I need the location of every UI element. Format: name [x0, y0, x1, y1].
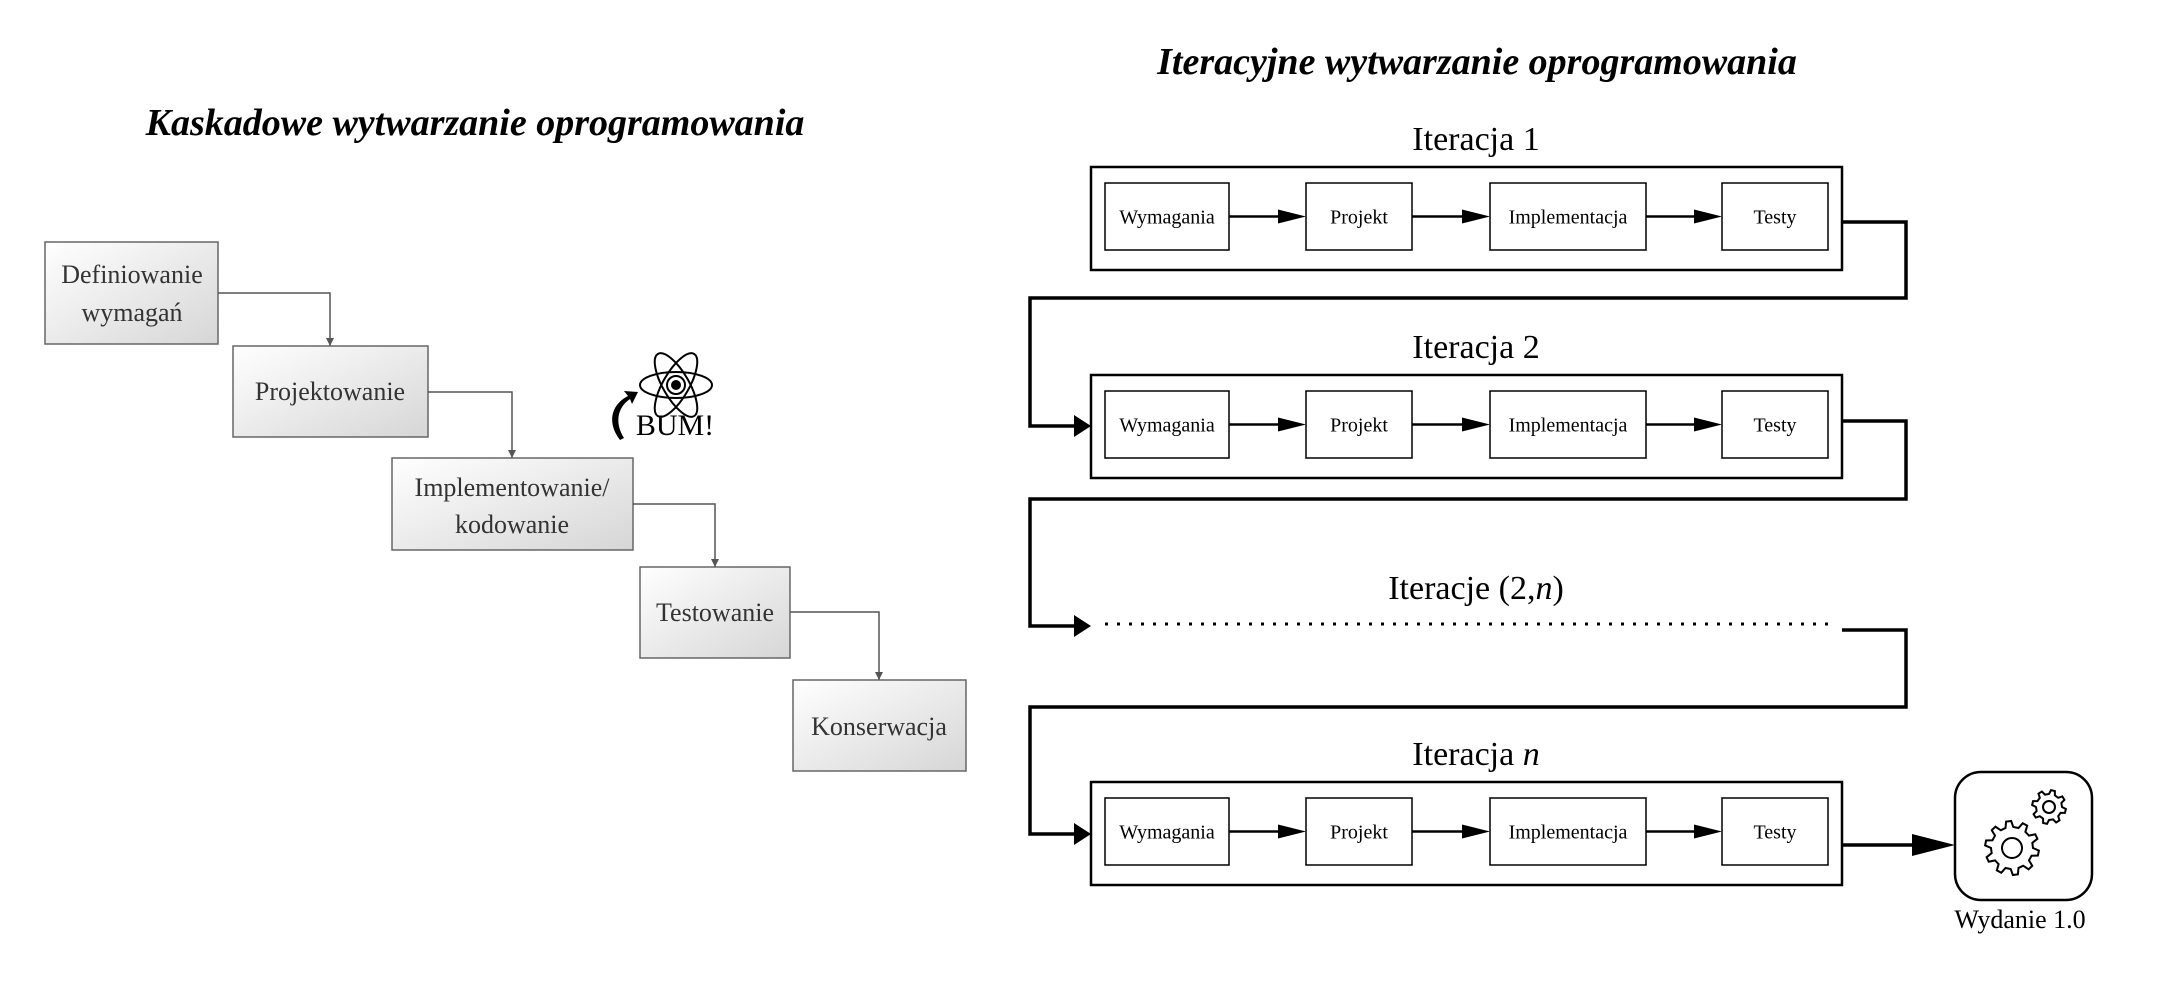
phase-arrowhead — [1694, 417, 1722, 432]
waterfall-step-implementation: Implementowanie/ kodowanie — [391, 457, 634, 551]
phase-design-label: Projekt — [1330, 207, 1388, 229]
phase-design-box: Projekt — [1305, 182, 1413, 251]
connector-arrow — [790, 611, 883, 680]
phase-requirements-label: Wymagania — [1119, 207, 1215, 229]
waterfall-step-label: Konserwacja — [811, 712, 947, 741]
phase-arrowhead — [1462, 209, 1490, 224]
iteration-1-label: Iteracja 1 — [1412, 121, 1539, 158]
phase-implementation-label: Implementacja — [1509, 822, 1628, 844]
phase-design-box: Projekt — [1305, 390, 1413, 459]
waterfall-step-label: Testowanie — [656, 598, 774, 627]
gear-icon — [1983, 819, 2041, 877]
iteration-2-label: Iteracja 2 — [1412, 329, 1539, 366]
phase-arrowhead — [1278, 209, 1306, 224]
connector-arrow — [428, 391, 516, 458]
phase-arrowhead — [1462, 417, 1490, 432]
connector-path — [1028, 419, 1908, 628]
connector-path — [1028, 220, 1908, 428]
phase-design-label: Projekt — [1330, 822, 1388, 844]
phase-arrowhead — [1278, 824, 1306, 839]
phase-testing-box: Testy — [1721, 390, 1829, 459]
phase-design-box: Projekt — [1305, 797, 1413, 866]
waterfall-step-requirements: Definiowanie wymagań — [44, 241, 219, 345]
phase-testing-label: Testy — [1753, 207, 1796, 229]
phase-testing-box: Testy — [1721, 797, 1829, 866]
iteration-connector-arrowheads — [1074, 415, 1955, 856]
phase-requirements-label: Wymagania — [1119, 415, 1215, 437]
phase-testing-label: Testy — [1753, 415, 1796, 437]
waterfall-step-testing: Testowanie — [639, 566, 791, 659]
iterative-title: Iteracyjne wytwarzanie oprogramowania — [1156, 41, 1797, 83]
phase-implementation-label: Implementacja — [1509, 415, 1628, 437]
waterfall-step-design: Projektowanie — [232, 345, 429, 438]
phase-requirements-box: Wymagania — [1104, 797, 1230, 866]
gear-hub — [2001, 837, 2023, 859]
connector-arrow — [218, 292, 334, 346]
gear-hub — [2042, 800, 2056, 814]
gear-icon — [2030, 788, 2068, 826]
waterfall-connectors — [218, 292, 883, 680]
waterfall-step-label: Implementowanie/ — [415, 473, 611, 502]
release-gears-icon — [1953, 770, 2094, 902]
waterfall-step-label: Projektowanie — [255, 377, 405, 406]
iteration-n-frame — [1089, 780, 1844, 887]
phase-arrowhead — [1462, 824, 1490, 839]
bum-explosion-icon: BUM! — [612, 352, 714, 442]
phase-implementation-box: Implementacja — [1489, 182, 1647, 251]
waterfall-step-label: Definiowanie — [61, 260, 203, 289]
iteration-n-label: Iteracja n — [1412, 736, 1539, 773]
waterfall-step-maintenance: Konserwacja — [792, 679, 967, 772]
arrowhead — [1074, 823, 1091, 845]
phase-requirements-box: Wymagania — [1104, 182, 1230, 251]
iteration-2-frame — [1089, 373, 1844, 480]
connector-arrow — [633, 503, 719, 567]
bum-label: BUM! — [636, 409, 714, 442]
connector-path — [1028, 628, 1908, 836]
waterfall-step-label: wymagań — [81, 298, 182, 327]
arrowhead — [1074, 415, 1091, 437]
iterations-middle-label: Iteracje (2,n) — [1388, 570, 1564, 607]
iteration-1-frame — [1089, 165, 1844, 272]
phase-design-label: Projekt — [1330, 415, 1388, 437]
arrowhead — [1912, 834, 1955, 856]
phase-testing-label: Testy — [1753, 822, 1796, 844]
phase-arrowhead — [1278, 417, 1306, 432]
phase-implementation-box: Implementacja — [1489, 390, 1647, 459]
phase-implementation-label: Implementacja — [1509, 207, 1628, 229]
iteration-connectors — [1028, 220, 1920, 847]
phase-arrowhead — [1694, 824, 1722, 839]
phase-testing-box: Testy — [1721, 182, 1829, 251]
waterfall-step-label: kodowanie — [455, 510, 569, 539]
release-label: Wydanie 1.0 — [1954, 905, 2085, 934]
phase-requirements-box: Wymagania — [1104, 390, 1230, 459]
waterfall-title: Kaskadowe wytwarzanie oprogramowania — [145, 102, 805, 144]
phase-arrowhead — [1694, 209, 1722, 224]
arrowhead — [1074, 615, 1091, 637]
phase-implementation-box: Implementacja — [1489, 797, 1647, 866]
phase-requirements-label: Wymagania — [1119, 822, 1215, 844]
